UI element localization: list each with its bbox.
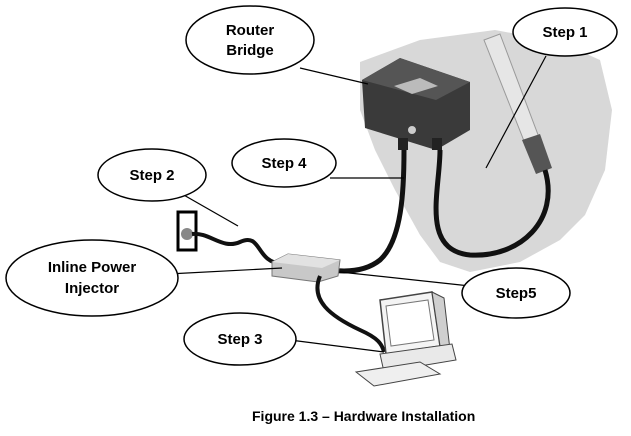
injector-label-line1: Inline Power (48, 259, 137, 276)
step3-label: Step 3 (217, 331, 262, 348)
router-bridge-label-line1: Router (226, 22, 274, 39)
step1-label: Step 1 (542, 24, 587, 41)
computer-cable (317, 276, 384, 352)
step2-label: Step 2 (129, 167, 174, 184)
computer (356, 292, 456, 386)
router-bridge-callout: Router Bridge (186, 6, 368, 84)
step5-callout: Step5 (340, 268, 570, 318)
power-cable (192, 234, 282, 264)
injector-callout: Inline Power Injector (6, 240, 282, 316)
step3-callout: Step 3 (184, 313, 384, 365)
step2-callout: Step 2 (98, 149, 238, 226)
inline-power-injector-device (272, 254, 340, 282)
step5-label: Step5 (496, 285, 537, 302)
figure-caption: Figure 1.3 – Hardware Installation (252, 408, 582, 424)
step4-label: Step 4 (261, 155, 307, 172)
injector-label-line2: Injector (65, 280, 119, 297)
router-bridge-label-line2: Bridge (226, 42, 274, 59)
wall-outlet (178, 212, 196, 250)
